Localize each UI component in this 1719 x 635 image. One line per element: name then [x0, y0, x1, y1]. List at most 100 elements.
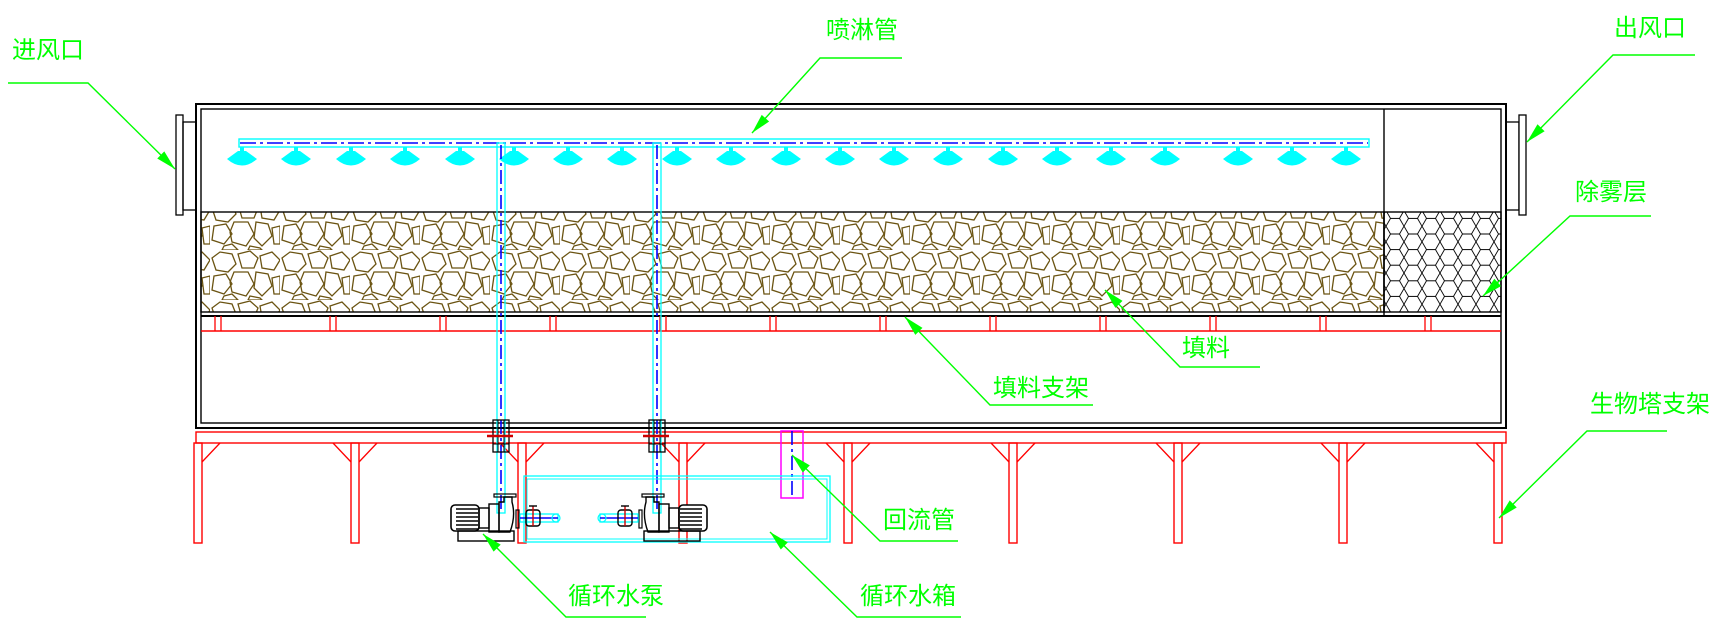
spray-nozzle-neck [566, 147, 570, 151]
leader-air-outlet [1526, 54, 1695, 143]
support-brace [1320, 442, 1340, 463]
leader-circulation-tank [769, 531, 961, 618]
support-leg [193, 442, 203, 544]
label-packing: 填料 [1182, 334, 1230, 362]
arrow-icon [1499, 500, 1517, 518]
riser-valve-icon [487, 419, 513, 453]
support-top-beam [195, 431, 1507, 444]
circulation-tank-outer [523, 475, 831, 543]
air-outlet-flange [1518, 114, 1527, 216]
spray-nozzle-icon [281, 151, 311, 166]
arrow-icon [1105, 290, 1123, 308]
riser-valve-icon [643, 419, 669, 453]
spray-nozzle-neck [838, 147, 842, 151]
spray-nozzle-icon [933, 151, 963, 166]
spray-nozzle-icon [716, 151, 746, 166]
spray-nozzle-neck [1109, 147, 1113, 151]
support-brace [1155, 442, 1175, 463]
spray-nozzle-neck [403, 147, 407, 151]
leader-packing [1104, 289, 1260, 368]
spray-nozzle-icon [988, 151, 1018, 166]
leader-spray-pipe [751, 57, 902, 134]
tower-frame [175, 103, 1527, 429]
support-brace [851, 442, 871, 463]
spray-nozzle-icon [1096, 151, 1126, 166]
label-spray-pipe: 喷淋管 [826, 16, 898, 44]
leader-packing-support [904, 316, 1093, 406]
spray-nozzle-neck [784, 147, 788, 151]
leader-air-inlet [8, 82, 176, 170]
spray-nozzle-icon [662, 151, 692, 166]
circulation-tank-inner [526, 478, 828, 540]
spray-nozzle-neck [892, 147, 896, 151]
spray-nozzle-icon [336, 151, 366, 166]
riser-pipe [496, 142, 506, 514]
spray-nozzle-icon [553, 151, 583, 166]
spray-nozzle-neck [240, 147, 244, 151]
spray-nozzle-icon [390, 151, 420, 166]
spray-nozzle-icon [1277, 151, 1307, 166]
support-brace [1346, 442, 1366, 463]
spray-nozzle-neck [946, 147, 950, 151]
support-brace [660, 442, 680, 463]
spray-nozzle-icon [825, 151, 855, 166]
leader-lines [8, 54, 1695, 618]
support-leg [1008, 442, 1018, 544]
spray-nozzle-icon [879, 151, 909, 166]
arrow-icon [752, 114, 770, 133]
spray-nozzle-neck [294, 147, 298, 151]
riser-pipe [652, 142, 662, 514]
circulation-pump-right [597, 493, 708, 542]
spray-nozzle-neck [1344, 147, 1348, 151]
support-leg [843, 442, 853, 544]
spray-nozzle-icon [1223, 151, 1253, 166]
arrow-icon [770, 532, 788, 550]
support-brace [990, 442, 1010, 463]
spray-nozzle-icon [771, 151, 801, 166]
leader-circulation-pump [482, 533, 646, 618]
air-inlet-duct [182, 121, 197, 211]
label-air-inlet: 进风口 [12, 36, 84, 64]
arrow-icon [1527, 124, 1545, 142]
spray-nozzle-icon [1042, 151, 1072, 166]
spray-nozzle-neck [512, 147, 516, 151]
support-leg [1173, 442, 1183, 544]
leader-demister [1482, 215, 1651, 297]
support-leg [1338, 442, 1348, 544]
leader-return-pipe [791, 454, 958, 542]
pipe-system [227, 138, 1370, 514]
spray-nozzle-icon [1331, 151, 1361, 166]
arrow-icon [483, 534, 501, 552]
spray-nozzle-icon [227, 151, 257, 166]
arrow-icon [792, 455, 810, 473]
arrow-icon [905, 317, 923, 335]
support-brace [686, 442, 706, 463]
label-air-outlet: 出风口 [1614, 14, 1686, 42]
spray-nozzle-neck [1290, 147, 1294, 151]
label-circulation-pump: 循环水泵 [568, 582, 664, 610]
support-leg [678, 442, 688, 544]
spray-nozzle-neck [620, 147, 624, 151]
label-return-pipe: 回流管 [883, 506, 955, 534]
demister-layer [1383, 211, 1502, 313]
support-leg [517, 442, 527, 544]
tower-outer-shell [195, 103, 1507, 429]
label-tower-support: 生物塔支架 [1590, 390, 1710, 418]
support-brace [525, 442, 545, 463]
circulation-pump-left [450, 493, 561, 542]
label-demister: 除雾层 [1575, 178, 1647, 206]
support-brace [1475, 442, 1495, 463]
arrow-icon [1483, 278, 1502, 296]
equipment [450, 475, 831, 543]
support-leg [1493, 442, 1503, 544]
tower-support [193, 431, 1507, 544]
spray-nozzle-neck [349, 147, 353, 151]
spray-nozzle-neck [1001, 147, 1005, 151]
spray-nozzle-icon [445, 151, 475, 166]
label-circulation-tank: 循环水箱 [860, 582, 956, 610]
support-brace [1016, 442, 1036, 463]
spray-nozzle-neck [1055, 147, 1059, 151]
spray-nozzle-neck [458, 147, 462, 151]
